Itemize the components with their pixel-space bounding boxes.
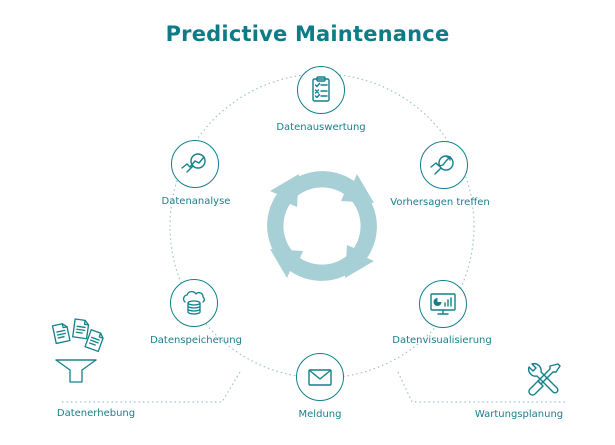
connector-wartungsplanung <box>397 371 565 403</box>
wrench-screwdriver-icon <box>527 362 561 396</box>
clipboard-checklist-icon <box>312 76 330 102</box>
diagram-title: Predictive Maintenance <box>165 22 450 46</box>
node-datenanalyse <box>171 140 219 188</box>
chart-magnifier-icon <box>181 153 206 173</box>
label-vorhersagen-treffen: Vorhersagen treffen <box>390 197 490 208</box>
node-datenauswertung <box>297 66 345 114</box>
cloud-database-icon <box>182 290 205 315</box>
label-datenspeicherung: Datenspeicherung <box>150 335 242 346</box>
node-datenvisualisierung <box>419 280 467 328</box>
label-datenvisualisierung: Datenvisualisierung <box>392 335 492 346</box>
trend-magnifier-icon <box>430 155 454 175</box>
label-wartungsplanung: Wartungsplanung <box>474 409 564 420</box>
monitor-chart-icon <box>430 293 456 315</box>
envelope-icon <box>308 369 332 386</box>
label-datenerhebung: Datenerhebung <box>56 408 136 419</box>
node-datenspeicherung <box>170 279 218 327</box>
node-vorhersagen-treffen <box>420 141 468 189</box>
label-meldung: Meldung <box>298 409 342 420</box>
node-meldung <box>296 353 344 401</box>
documents-funnel-icon <box>51 318 104 383</box>
cycle-arrows-icon <box>267 171 377 281</box>
label-datenanalyse: Datenanalyse <box>161 196 231 207</box>
label-datenauswertung: Datenauswertung <box>276 122 366 133</box>
